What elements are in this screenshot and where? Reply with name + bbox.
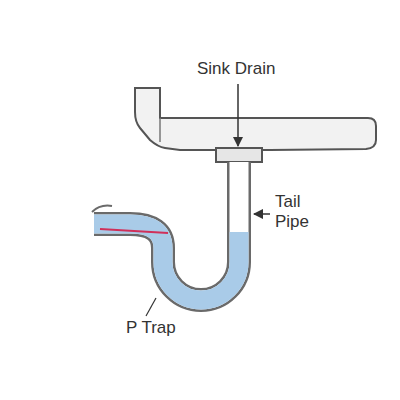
sink-basin: [135, 88, 376, 152]
leader-line: [237, 84, 239, 146]
sink-edge: [159, 118, 161, 142]
p-trap-outline: [92, 162, 239, 300]
drain-collar: [216, 148, 262, 162]
pipe-bend: [92, 206, 112, 212]
part-label: Tail Pipe: [275, 192, 323, 233]
part-label: Sink Drain: [197, 59, 287, 79]
water-level-line: [100, 229, 168, 233]
part-label: P Trap: [126, 318, 206, 338]
pipe-interior: [92, 162, 239, 300]
leader-line: [146, 298, 156, 316]
leader-line: [254, 213, 270, 215]
trap-water: [92, 224, 239, 300]
